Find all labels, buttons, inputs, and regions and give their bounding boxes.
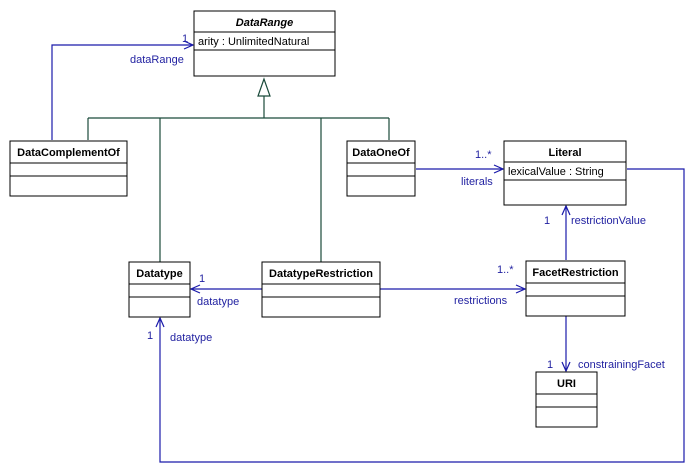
class-facet-restriction[interactable]: FacetRestriction [525,260,626,317]
multiplicity-label: 1 [544,215,550,227]
arrowhead-oneof-literal [493,164,505,174]
multiplicity-label: 1..* [475,149,492,161]
arrowhead-facet-uri [561,361,571,373]
class-data-one-of[interactable]: DataOneOf [346,140,416,197]
class-name: FacetRestriction [532,267,618,279]
generalization-lines [87,96,390,262]
class-name: Literal [548,147,581,159]
class-attribute: lexicalValue : String [508,166,604,178]
class-data-range[interactable]: DataRange arity : UnlimitedNatural [193,10,336,77]
class-name: Datatype [136,268,182,280]
arrowhead-literal-datatype [155,316,165,328]
class-name: DataComplementOf [17,147,120,159]
role-label: datatype [170,332,212,344]
multiplicity-label: 1..* [497,264,514,276]
class-attribute: arity : UnlimitedNatural [198,36,309,48]
assoc-line-complement-range [51,44,193,140]
role-label: datatype [197,296,239,308]
role-label: restrictionValue [571,215,646,227]
role-label: literals [461,176,493,188]
arrowhead-restriction-datatype [189,284,201,294]
role-label: restrictions [454,295,508,307]
multiplicity-label: 1 [147,330,153,342]
class-datatype[interactable]: Datatype [128,261,191,318]
arrowhead-facet-literal [561,204,571,216]
class-name: DatatypeRestriction [269,268,373,280]
multiplicity-label: 1 [547,359,553,371]
class-literal[interactable]: Literal lexicalValue : String [503,140,627,206]
class-name: DataRange [236,17,293,29]
association-lines [51,40,685,463]
role-label: constrainingFacet [578,359,665,371]
class-uri[interactable]: URI [535,371,598,428]
class-name: DataOneOf [352,147,410,159]
class-datatype-restriction[interactable]: DatatypeRestriction [261,261,381,318]
assoc-line-literal-datatype [159,168,685,463]
class-data-complement-of[interactable]: DataComplementOf [9,140,128,197]
generalization-triangle [257,77,271,97]
multiplicity-label: 1 [182,33,188,45]
multiplicity-label: 1 [199,273,205,285]
arrowhead-complement-range [183,40,195,50]
class-name: URI [557,378,576,390]
arrowhead-restriction-facet [515,284,527,294]
role-label: dataRange [130,54,184,66]
